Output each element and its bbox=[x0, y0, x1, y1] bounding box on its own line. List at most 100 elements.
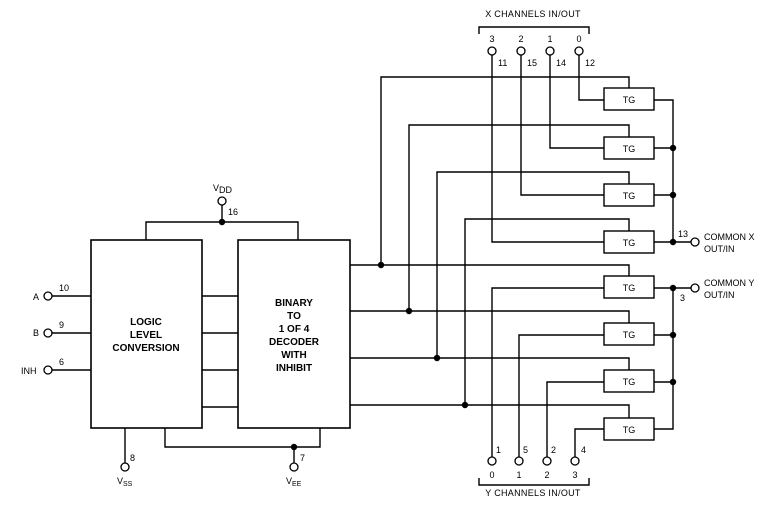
x-channel-1-number: 1 bbox=[547, 34, 552, 44]
common-y-bus bbox=[654, 287, 674, 430]
y-channels-header: Y CHANNELS IN/OUT bbox=[485, 488, 581, 498]
vdd-pin-number: 16 bbox=[228, 207, 238, 217]
y-channel-3-terminal[interactable] bbox=[570, 456, 580, 466]
tg-x2: TG bbox=[603, 183, 655, 207]
y-channel-1-wire bbox=[518, 334, 604, 457]
tg-x0: TG bbox=[603, 87, 655, 111]
x-channel-0-terminal[interactable] bbox=[574, 46, 584, 56]
input-inh-pin-number: 6 bbox=[59, 357, 64, 367]
decoder-out-3-y2 bbox=[437, 357, 630, 370]
common-y-junction-3 bbox=[669, 378, 677, 386]
input-inh-terminal[interactable] bbox=[43, 365, 53, 375]
common-y-terminal[interactable] bbox=[690, 283, 700, 293]
common-x-terminal[interactable] bbox=[690, 237, 700, 247]
input-a-pin-number: 10 bbox=[59, 283, 69, 293]
tg-y0: TG bbox=[603, 275, 655, 299]
vss-terminal[interactable] bbox=[120, 462, 130, 472]
logic-block-line-1: LOGIC bbox=[130, 317, 162, 328]
vee-junction bbox=[290, 443, 298, 451]
decoder-block-line-5: WITH bbox=[281, 350, 307, 361]
decoder-out-4-junction bbox=[461, 401, 469, 409]
x-channels-header: X CHANNELS IN/OUT bbox=[485, 9, 581, 19]
y-channel-1-terminal[interactable] bbox=[514, 456, 524, 466]
input-b-label: B bbox=[33, 328, 39, 338]
logic-level-conversion-block bbox=[90, 239, 203, 429]
decoder-out-3-x1 bbox=[350, 171, 630, 359]
y-channel-0-wire bbox=[491, 287, 604, 457]
decoder-out-2-x2 bbox=[350, 124, 630, 312]
y-channel-0-terminal[interactable] bbox=[487, 456, 497, 466]
common-x-bus bbox=[654, 99, 674, 243]
tg-y1: TG bbox=[603, 322, 655, 346]
x-channel-0-wire bbox=[578, 55, 604, 101]
x-channel-0-number: 0 bbox=[576, 34, 581, 44]
x-channel-3-wire bbox=[491, 55, 604, 243]
decoder-block-line-6: INHIBIT bbox=[276, 363, 312, 374]
input-inh-label: INH bbox=[21, 366, 37, 376]
vss-label: VSS bbox=[117, 476, 133, 488]
vdd-terminal[interactable] bbox=[217, 196, 227, 206]
vee-rail bbox=[164, 428, 321, 448]
decoder-block bbox=[237, 239, 351, 429]
tg-x2-label: TG bbox=[623, 191, 636, 201]
decoder-out-4-x0 bbox=[350, 218, 630, 406]
input-a-terminal[interactable] bbox=[43, 291, 53, 301]
common-x-label-2: OUT/IN bbox=[704, 244, 735, 254]
vee-pin-number: 7 bbox=[300, 453, 305, 463]
decoder-out-1-x3 bbox=[350, 76, 630, 266]
common-y-label-2: OUT/IN bbox=[704, 290, 735, 300]
logic-block-line-2: LEVEL bbox=[130, 330, 162, 341]
x-channel-1-terminal[interactable] bbox=[545, 46, 555, 56]
x-channel-3-terminal[interactable] bbox=[487, 46, 497, 56]
x-channel-3-pin: 11 bbox=[498, 58, 507, 68]
vss-pin-number: 8 bbox=[130, 453, 135, 463]
tg-x1-label: TG bbox=[623, 144, 636, 154]
y-channel-2-wire bbox=[546, 381, 604, 457]
tg-y2: TG bbox=[603, 369, 655, 393]
vdd-label: VDD bbox=[213, 183, 233, 195]
decoder-block-line-2: TO bbox=[287, 311, 301, 322]
y-channel-1-pin: 5 bbox=[523, 445, 528, 455]
decoder-block-line-3: 1 OF 4 bbox=[279, 324, 310, 335]
x-channel-1-wire bbox=[549, 55, 604, 149]
y-channel-0-number: 0 bbox=[489, 470, 494, 480]
decoder-out-1-y0 bbox=[381, 264, 630, 276]
tg-y2-label: TG bbox=[623, 377, 636, 387]
y-channel-3-number: 3 bbox=[572, 470, 577, 480]
y-channel-1-number: 1 bbox=[516, 470, 521, 480]
y-channel-2-number: 2 bbox=[544, 470, 549, 480]
tg-y3-label: TG bbox=[623, 425, 636, 435]
decoder-out-1-junction bbox=[377, 261, 385, 269]
vdd-junction bbox=[218, 218, 226, 226]
tg-x3-label: TG bbox=[623, 238, 636, 248]
y-channels-bracket bbox=[478, 478, 590, 486]
input-b-pin-number: 9 bbox=[59, 320, 64, 330]
tg-y3: TG bbox=[603, 417, 655, 441]
decoder-block-line-4: DECODER bbox=[269, 337, 320, 348]
tg-y0-label: TG bbox=[623, 283, 636, 293]
y-channel-2-terminal[interactable] bbox=[542, 456, 552, 466]
tg-y1-label: TG bbox=[623, 330, 636, 340]
tg-x0-label: TG bbox=[623, 95, 636, 105]
common-x-junction-1 bbox=[669, 144, 677, 152]
logic-block-line-3: CONVERSION bbox=[112, 343, 179, 354]
common-x-label-1: COMMON X bbox=[704, 232, 755, 242]
tg-x3: TG bbox=[603, 230, 655, 254]
x-channel-2-number: 2 bbox=[518, 34, 523, 44]
common-x-pin: 13 bbox=[678, 229, 688, 239]
vee-terminal[interactable] bbox=[289, 462, 299, 472]
y-channel-0-pin: 1 bbox=[496, 445, 501, 455]
decoder-out-2-y1 bbox=[409, 310, 630, 323]
decoder-out-3-junction bbox=[433, 354, 441, 362]
x-channel-0-pin: 12 bbox=[585, 58, 595, 68]
x-channel-3-number: 3 bbox=[489, 34, 494, 44]
decoder-out-2-junction bbox=[405, 307, 413, 315]
y-channel-2-pin: 2 bbox=[551, 445, 556, 455]
vee-label: VEE bbox=[286, 476, 302, 488]
x-channel-2-terminal[interactable] bbox=[516, 46, 526, 56]
common-x-junction-2 bbox=[669, 191, 677, 199]
common-y-junction-2 bbox=[669, 331, 677, 339]
input-a-label: A bbox=[33, 292, 39, 302]
input-b-terminal[interactable] bbox=[43, 328, 53, 338]
